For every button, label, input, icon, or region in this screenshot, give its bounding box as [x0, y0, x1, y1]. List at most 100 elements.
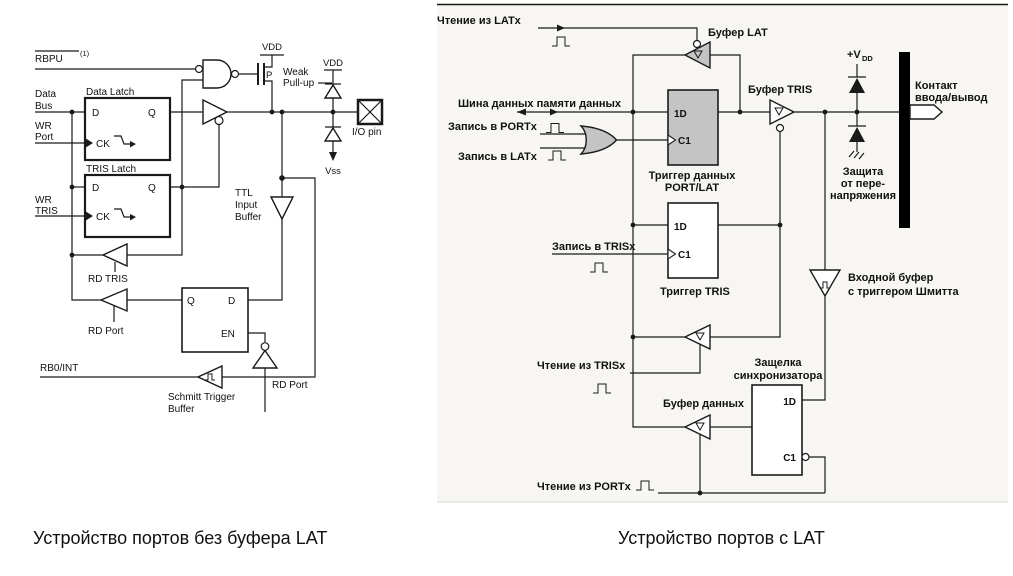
pulse-icon	[593, 383, 611, 394]
pin-q: Q	[187, 296, 195, 307]
io-pad	[899, 52, 944, 228]
arrow-left-icon	[517, 108, 526, 116]
schmitt-trigger-buffer	[196, 364, 223, 390]
arrow-right-icon	[557, 24, 565, 32]
schmitt-label: Buffer	[168, 404, 195, 415]
nand-input-bubble	[194, 64, 204, 74]
pin-ck: CK	[96, 212, 110, 223]
rb0-int-label: RB0/INT	[40, 363, 78, 374]
ttl-buffer-label: Buffer	[235, 212, 262, 223]
io-contact-label: ввода/вывод	[915, 92, 987, 104]
input-buffer-label: Входной буфер	[848, 272, 934, 284]
right-junction-dots	[630, 109, 860, 496]
pin-1d: 1D	[674, 222, 687, 233]
lat-buffer	[683, 39, 711, 70]
hysteresis-icon	[205, 373, 215, 381]
left-figure-caption: Устройство портов без буфера LAT	[33, 528, 327, 548]
read-tris-buffer	[683, 323, 711, 351]
pin-1d: 1D	[674, 109, 687, 120]
clock-input-icon	[667, 247, 677, 261]
diode-icon	[849, 127, 865, 142]
data-bus-label: Data	[35, 89, 57, 100]
left-junction-dots	[69, 109, 336, 258]
rbpu-label: RBPU	[35, 54, 63, 65]
port-lat-title: PORT/LAT	[665, 182, 719, 194]
or-gate	[579, 125, 618, 155]
hysteresis-icon	[820, 281, 830, 289]
protection-diodes	[849, 78, 865, 142]
arrow-right-icon	[550, 108, 558, 116]
clock-arrow-icon	[85, 211, 93, 221]
pin-q: Q	[148, 183, 156, 194]
tris-flipflop-title: Триггер TRIS	[660, 286, 730, 298]
data-buffer	[683, 413, 711, 441]
protection-label: от пере-	[841, 178, 885, 190]
weak-pullup-label: Weak	[283, 67, 309, 78]
sync-latch	[751, 384, 810, 476]
sync-latch-title: Защелка	[754, 357, 802, 369]
left-figure: RBPU (1) VDD P Weak Pull-up Data Bus Dat…	[35, 42, 384, 415]
io-pin-symbol	[356, 98, 384, 126]
port-lat-flipflop	[667, 89, 719, 166]
tris-buffer	[769, 98, 796, 133]
pin-d: D	[228, 296, 235, 307]
buffer-glyph-icon	[693, 50, 703, 60]
buffer-glyph-icon	[774, 107, 784, 117]
data-bus-label: Шина данных памяти данных	[458, 98, 622, 110]
ttl-input-buffer	[269, 196, 295, 221]
schmitt-label: Schmitt Trigger	[168, 392, 236, 403]
tris-latch	[83, 173, 172, 239]
data-latch	[83, 96, 172, 162]
rd-tris-buffer	[101, 242, 128, 268]
arrowheads	[517, 24, 565, 116]
input-capture-latch	[181, 287, 249, 353]
rd-tris-label: RD TRIS	[88, 274, 128, 285]
diode-icon	[849, 78, 865, 93]
en-inverter	[251, 342, 279, 369]
rd-port-label: RD Port	[272, 380, 308, 391]
c1-bubble	[801, 452, 810, 462]
pin-c1: C1	[678, 136, 691, 147]
rbpu-note: (1)	[80, 49, 90, 58]
diode-icon	[323, 83, 343, 99]
tris-flipflop	[667, 202, 719, 279]
read-latx-label: Чтение из LATx	[437, 15, 522, 27]
wr-port-label: WR	[35, 121, 52, 132]
write-trisx-label: Запись в TRISx	[552, 241, 636, 253]
clock-arrow-icon	[85, 138, 93, 148]
read-trisx-label: Чтение из TRISx	[537, 360, 626, 372]
port-lat-title: Триггер данных	[649, 170, 737, 182]
lat-buffer-bubble	[692, 39, 702, 49]
buffer-glyph-icon	[695, 422, 705, 432]
nand-gate	[194, 59, 240, 89]
falling-edge-icon	[130, 214, 136, 221]
diode-icon	[323, 126, 343, 142]
buffer-glyph-icon	[695, 332, 705, 342]
sync-latch-title: синхронизатора	[734, 370, 824, 382]
data-latch-title: Data Latch	[86, 87, 134, 98]
weak-pullup-label: Pull-up	[283, 78, 315, 89]
schmitt-input-buffer	[808, 269, 842, 298]
vdd-label: +V	[847, 49, 861, 61]
pin-c1: C1	[783, 453, 796, 464]
tristate-output-buffer	[202, 98, 229, 126]
pin-d: D	[92, 183, 99, 194]
pin-en: EN	[221, 329, 235, 340]
io-pin-label: I/O pin	[352, 127, 381, 138]
left-fet-bars	[257, 63, 265, 85]
read-portx-label: Чтение из PORTx	[537, 481, 632, 493]
left-wires	[35, 50, 357, 412]
vss-arrow-icon	[329, 152, 337, 161]
nand-output-bubble	[230, 69, 240, 79]
wr-tris-label: WR	[35, 195, 52, 206]
protection-label: Защита	[843, 166, 884, 178]
vdd-label: VDD	[323, 58, 343, 69]
pin-ck: CK	[96, 139, 110, 150]
right-figure-scan-area	[437, 3, 1008, 503]
right-figure: Чтение из LATx Буфер LAT Шина данных пам…	[437, 15, 987, 496]
pulse-icon	[552, 36, 570, 47]
write-portx-label: Запись в PORTx	[448, 121, 538, 133]
pulse-icon	[546, 123, 564, 133]
